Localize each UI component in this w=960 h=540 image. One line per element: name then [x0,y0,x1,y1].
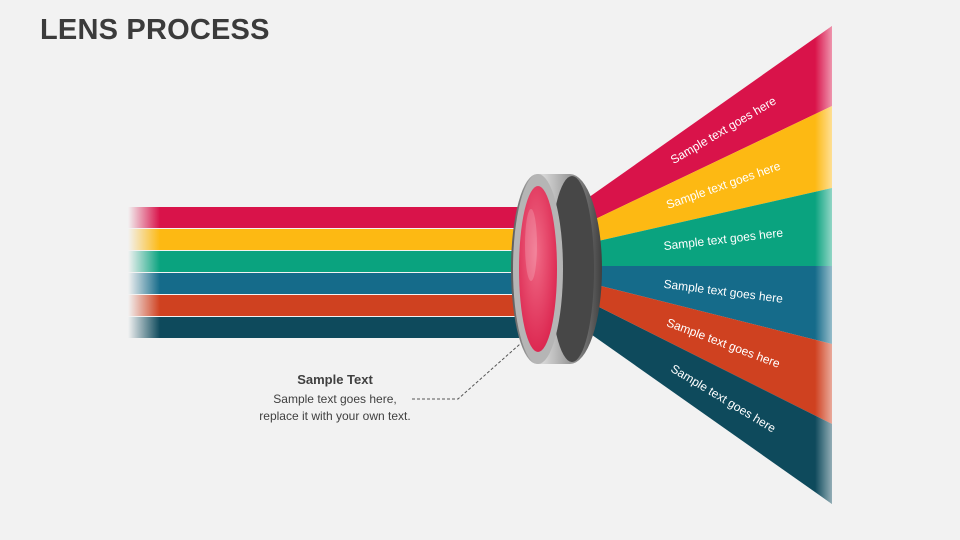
output-ray [585,300,832,504]
input-band [128,207,540,228]
output-ray-fade [815,188,832,266]
output-ray-fade [815,266,832,344]
output-ray-fade [815,339,832,424]
page-title: LENS PROCESS [40,14,270,46]
input-band [128,251,540,272]
input-band [128,317,540,338]
callout-heading: Sample Text [297,372,373,387]
callout-body: Sample text goes here, replace it with y… [259,392,411,423]
input-band [128,229,540,250]
output-ray-fade [815,26,832,115]
input-band [128,273,540,294]
input-band [128,295,540,316]
output-ray [585,188,832,266]
callout-leader [412,343,521,400]
lens [511,174,602,364]
input-bands-fade [128,206,160,340]
output-ray [585,106,832,244]
output-ray-fade [815,106,832,192]
output-ray [585,26,832,224]
output-rays-fade [815,26,832,504]
lens-face [519,186,557,352]
output-ray [585,266,832,344]
output-rays [585,26,832,504]
output-ray [585,282,832,424]
lens-highlight [525,209,537,281]
lens-rim-shadow [550,176,594,362]
input-bands [128,207,540,338]
output-ray-fade [815,415,832,504]
